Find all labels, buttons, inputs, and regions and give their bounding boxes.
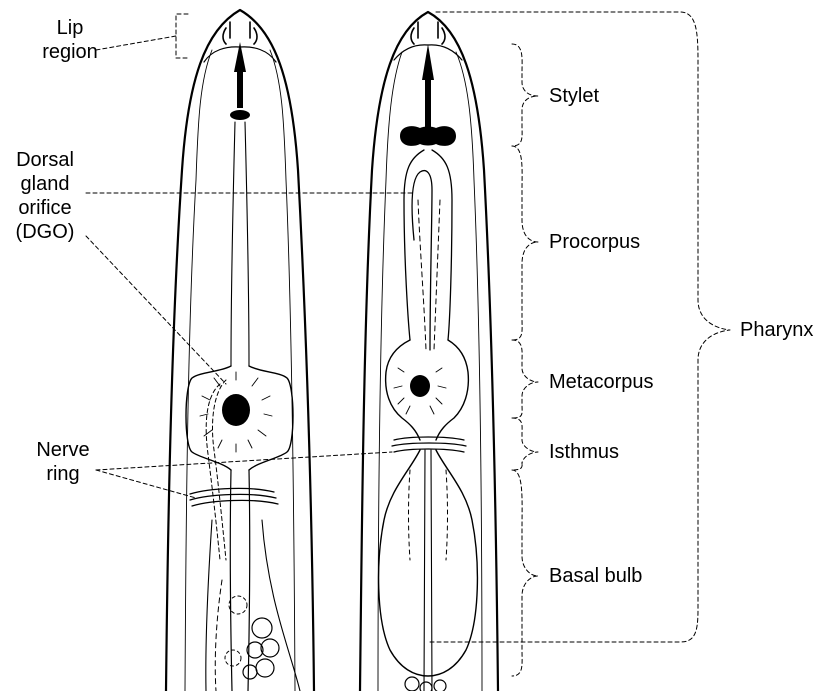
left-metacorpus-valve	[222, 394, 250, 426]
right-basal-dashes	[409, 470, 448, 560]
right-stylet-knobs	[400, 126, 456, 146]
right-procorpus	[404, 150, 452, 340]
label-nerve-ring: Nerve ring	[30, 438, 96, 486]
right-lumen	[424, 450, 432, 691]
label-lip-region: Lip region	[40, 16, 100, 64]
label-dgo-line1: Dorsal	[4, 148, 86, 172]
label-dgo-line3: orifice	[4, 196, 86, 220]
isthmus-bracket	[512, 418, 538, 470]
left-lumen	[231, 122, 249, 366]
nerve-ring-leader-left	[96, 470, 196, 498]
right-body-inner-line	[378, 52, 482, 691]
label-basal-bulb: Basal bulb	[549, 564, 642, 588]
left-stylet	[234, 42, 246, 108]
lip-region-leader	[96, 36, 176, 50]
label-dgo: Dorsal gland orifice (DGO)	[4, 148, 86, 244]
right-basal-bulb	[379, 450, 478, 676]
left-isthmus	[230, 470, 249, 691]
right-procorpus-dashes	[418, 200, 440, 350]
label-nerve-ring-line1: Nerve	[30, 438, 96, 462]
metacorpus-bracket	[512, 340, 538, 418]
label-stylet: Stylet	[549, 84, 599, 108]
label-metacorpus: Metacorpus	[549, 370, 654, 394]
right-dgo-loop	[412, 171, 432, 350]
label-pharynx: Pharynx	[740, 318, 813, 342]
label-lip-region-line2: region	[40, 40, 100, 64]
nerve-ring-leader-right	[96, 452, 392, 470]
right-metacorpus-valve	[410, 375, 430, 397]
left-nerve-ring	[190, 488, 278, 506]
right-cells	[405, 677, 446, 691]
dgo-leader-left	[86, 236, 226, 384]
basal-bulb-bracket	[512, 470, 538, 676]
right-nerve-ring	[392, 437, 466, 452]
right-specimen	[360, 12, 498, 691]
left-lip-marks	[223, 22, 257, 44]
right-lip-marks	[411, 22, 445, 44]
label-isthmus: Isthmus	[549, 440, 619, 464]
left-basal-dashes	[215, 580, 222, 691]
procorpus-bracket	[512, 146, 538, 340]
label-procorpus: Procorpus	[549, 230, 640, 254]
label-dgo-line2: gland	[4, 172, 86, 196]
label-dgo-line4: (DGO)	[4, 220, 86, 244]
left-body-inner-line	[185, 50, 295, 691]
right-stylet	[422, 44, 434, 128]
left-stylet-knobs	[230, 110, 250, 120]
lip-region-bracket	[176, 14, 188, 58]
stylet-bracket	[512, 44, 538, 146]
label-lip-region-line1: Lip	[40, 16, 100, 40]
left-cells-dashed	[225, 596, 247, 666]
label-nerve-ring-line2: ring	[30, 462, 96, 486]
left-specimen	[166, 10, 314, 691]
